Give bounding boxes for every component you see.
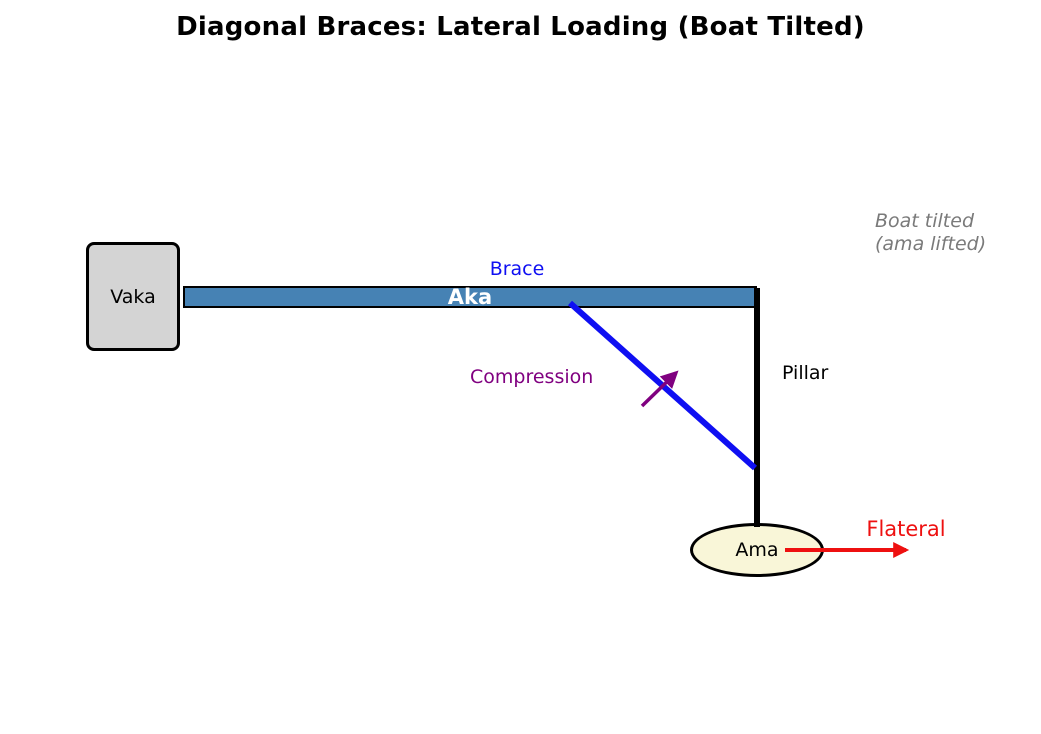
ama-float-ellipse: Ama <box>690 523 824 577</box>
brace-label: Brace <box>489 258 545 280</box>
note-line-2: (ama lifted) <box>875 233 987 255</box>
diagonal-brace-line <box>568 300 757 471</box>
note-line-1: Boat tilted <box>875 210 974 232</box>
compression-arrow-icon <box>640 370 679 408</box>
pillar-label: Pillar <box>782 362 829 384</box>
compression-label: Compression <box>470 366 594 388</box>
vaka-label: Vaka <box>110 285 156 308</box>
lateral-force-label: Flateral <box>866 517 946 541</box>
vaka-hull-box: Vaka <box>86 242 180 351</box>
page-title: Diagonal Braces: Lateral Loading (Boat T… <box>176 12 865 42</box>
boat-tilted-note: Boat tilted (ama lifted) <box>875 210 986 256</box>
aka-label: Aka <box>447 284 493 309</box>
aka-beam-bar: Aka <box>183 286 757 308</box>
ama-label: Ama <box>735 539 779 561</box>
